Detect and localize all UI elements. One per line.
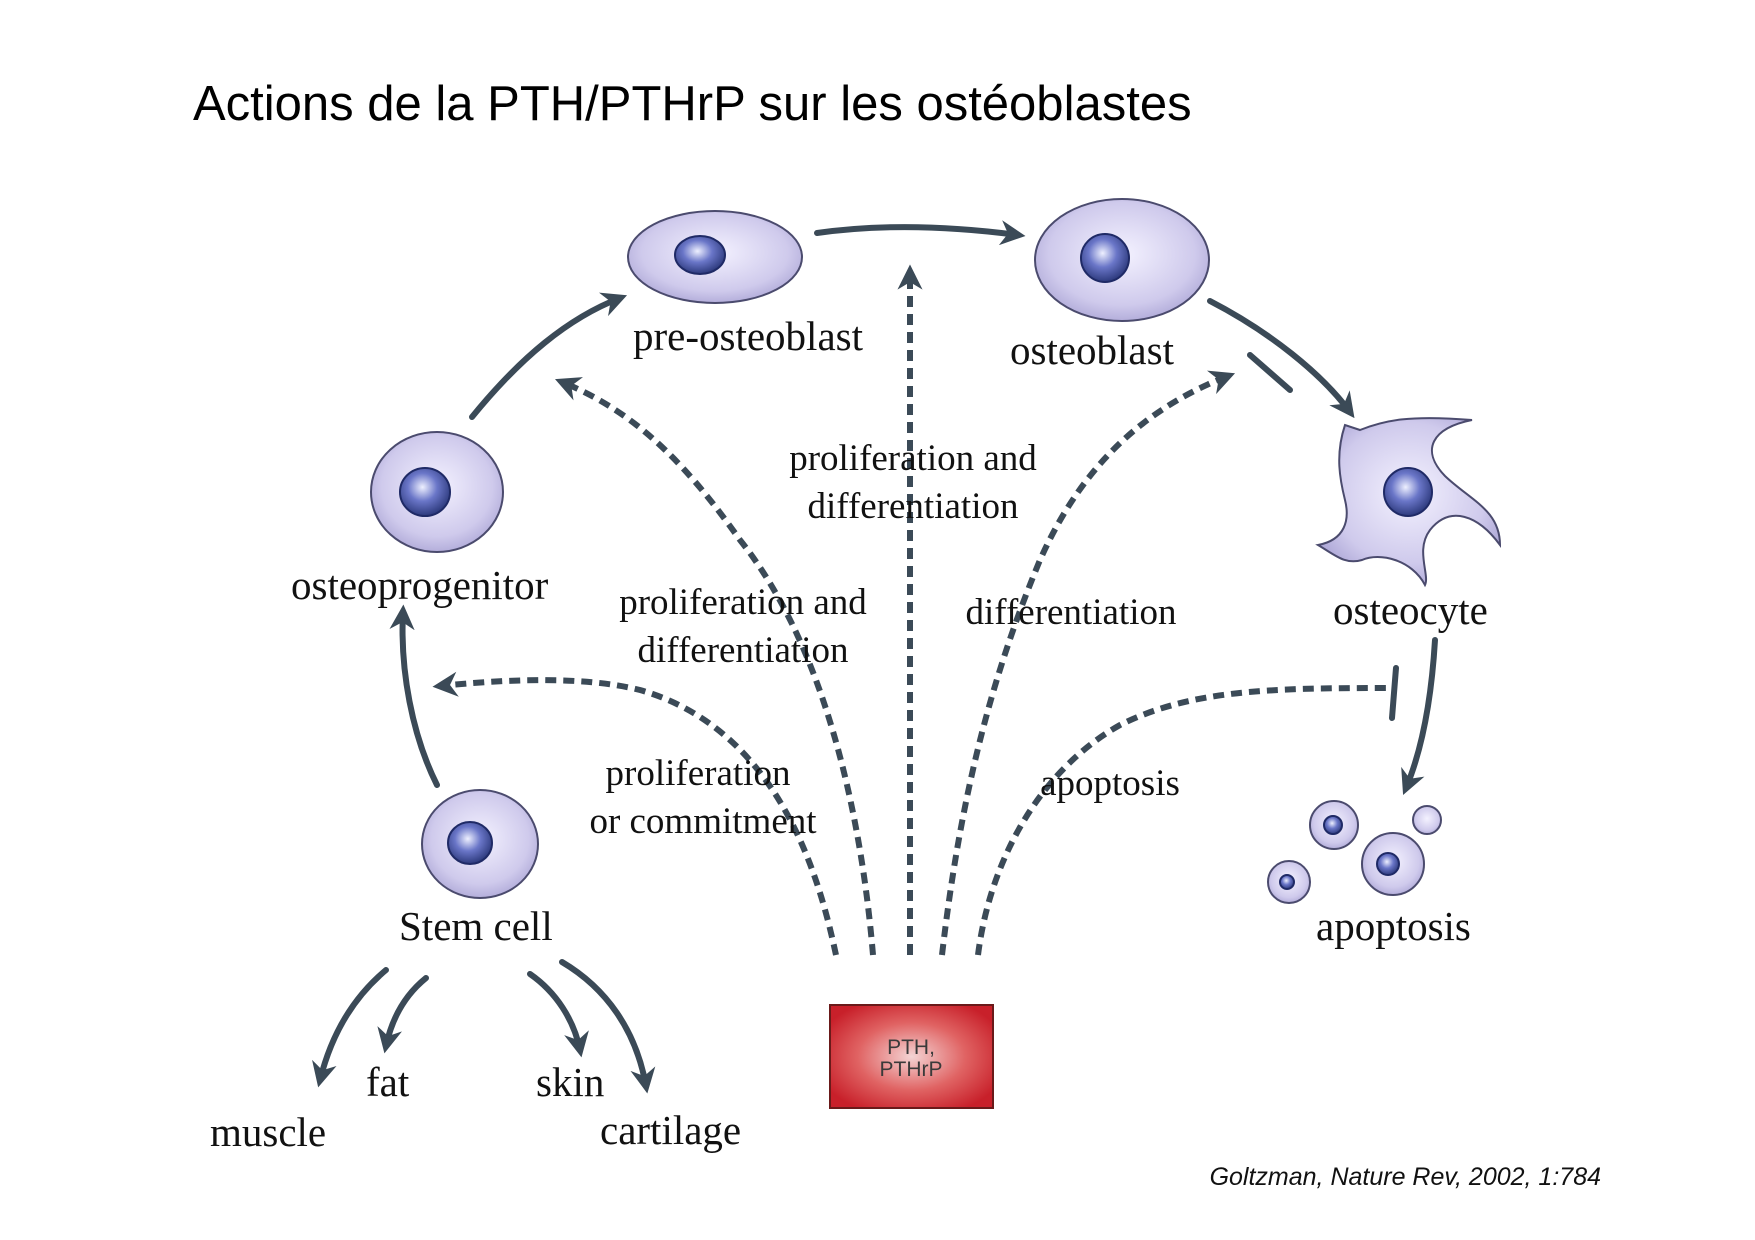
- arrow-stem-to-skin: [527, 971, 589, 1058]
- pre-osteoblast-nucleus: [674, 235, 726, 275]
- arrow-stem-to-muscle: [312, 967, 389, 1088]
- label-osteoblast: osteoblast: [1010, 327, 1175, 373]
- label-osteocyte: osteocyte: [1333, 587, 1488, 633]
- arrow-osteocyte-to-apoptosis: [1401, 637, 1438, 795]
- dotted-arrow-commitment: [432, 671, 839, 956]
- pth-label: PTH,: [887, 1036, 935, 1059]
- inhibition-bar-osteoblast: [1247, 352, 1293, 393]
- arrow-stem-to-osteoprogenitor: [389, 604, 440, 788]
- label-skin: skin: [536, 1059, 604, 1105]
- arrow-osteoblast-to-osteocyte: [1207, 298, 1355, 419]
- action-left-line1: proliferation and: [619, 582, 867, 623]
- arrow-stem-to-fat: [377, 975, 429, 1054]
- arrow-osteoprogenitor-to-preosteoblast: [469, 292, 628, 420]
- dotted-inhibition-apoptosis: [975, 685, 1387, 956]
- label-muscle: muscle: [210, 1109, 326, 1155]
- label-stem-cell: Stem cell: [399, 903, 553, 949]
- stem-cell-nucleus: [447, 821, 493, 865]
- label-apoptosis-cells: apoptosis: [1316, 903, 1471, 949]
- action-top-line2: differentiation: [808, 486, 1019, 527]
- label-fat: fat: [366, 1059, 410, 1105]
- pthrp-label: PTHrP: [880, 1058, 943, 1081]
- osteoblast-nucleus: [1080, 233, 1130, 283]
- label-osteoprogenitor: osteoprogenitor: [291, 562, 549, 608]
- osteoprogenitor-nucleus: [399, 467, 451, 517]
- action-left-line2: differentiation: [638, 630, 849, 671]
- action-commitment-line1: proliferation: [606, 753, 791, 794]
- pth-source-box: [829, 1004, 994, 1109]
- action-commitment-line2: or commitment: [589, 801, 817, 842]
- citation: Goltzman, Nature Rev, 2002, 1:784: [1210, 1163, 1601, 1191]
- action-right: differentiation: [966, 592, 1177, 633]
- arrow-preosteoblast-to-osteoblast: [814, 220, 1026, 246]
- inhibition-bar-apoptosis: [1389, 665, 1399, 721]
- action-top-line1: proliferation and: [789, 438, 1037, 479]
- label-pre-osteoblast: pre-osteoblast: [633, 313, 864, 359]
- arrow-stem-to-cartilage: [559, 959, 656, 1094]
- osteocyte-nucleus: [1383, 467, 1433, 517]
- label-cartilage: cartilage: [600, 1107, 741, 1153]
- page-title: Actions de la PTH/PTHrP sur les ostéobla…: [193, 77, 1192, 131]
- dotted-arrow-to-preosteoblast: [555, 377, 876, 956]
- apoptotic-bodies: [1267, 800, 1442, 904]
- dotted-arrow-to-osteoblast: [939, 370, 1236, 956]
- action-apoptosis: apoptosis: [1040, 763, 1180, 804]
